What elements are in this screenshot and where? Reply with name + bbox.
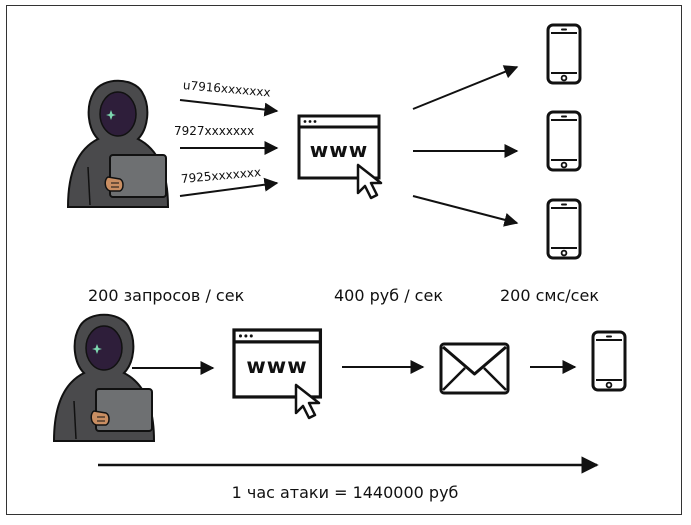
phone-icon xyxy=(591,330,627,392)
phone-icon xyxy=(546,198,582,260)
arrow-request-3 xyxy=(179,177,279,197)
requests-rate-label: 200 запросов / сек xyxy=(88,286,245,305)
sms-rate-label: 200 смс/сек xyxy=(500,286,599,305)
hacker-icon xyxy=(53,313,155,442)
diagram-frame xyxy=(6,5,682,515)
arrow-request-1 xyxy=(179,99,279,117)
phone-icon xyxy=(546,23,582,85)
browser-www-text: www xyxy=(246,354,308,378)
browser-www-text: www xyxy=(309,138,369,162)
envelope-icon xyxy=(439,342,510,395)
arrow-sms-3 xyxy=(412,195,519,227)
phone-icon xyxy=(546,110,582,172)
cost-rate-label: 400 руб / сек xyxy=(334,286,443,305)
hacker-icon xyxy=(67,79,169,208)
phone-number-label: 7927xxxxxxx xyxy=(174,124,255,138)
attack-cost-summary: 1 час атаки = 1440000 руб xyxy=(231,483,459,502)
arrow-sms-1 xyxy=(412,65,519,110)
